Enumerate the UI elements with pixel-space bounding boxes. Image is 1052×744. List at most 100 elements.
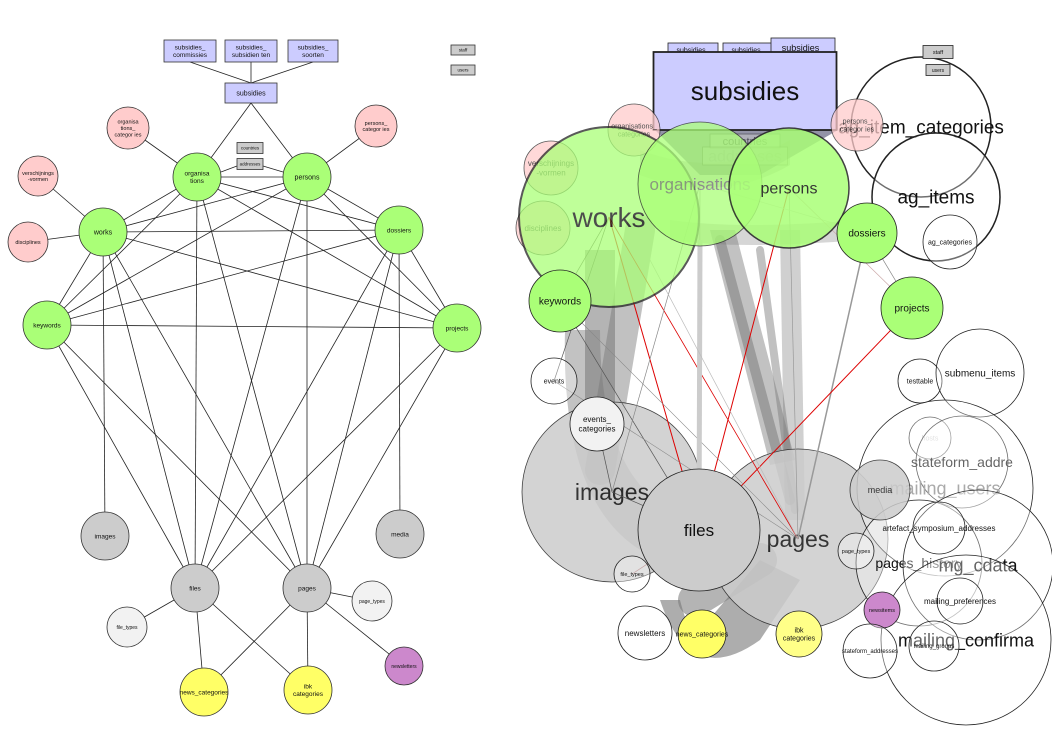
right-projects-label: projects	[894, 304, 929, 315]
left-edge-keywords-projects	[46, 324, 458, 329]
left-circle-dossiers	[374, 205, 424, 255]
right-submenu_items-label: submenu_items	[945, 369, 1016, 380]
right-node-staff: staff	[922, 45, 954, 59]
left-rect-staff	[450, 44, 476, 56]
right-circle-page_types	[837, 532, 875, 570]
left-rect-addresses	[236, 158, 264, 170]
right-events-label: events	[544, 378, 565, 385]
left-circle-disciplines	[7, 221, 49, 263]
right-circle-persons	[728, 127, 850, 249]
left-panel: subsidies_commissies subsidies_subsidien …	[7, 39, 482, 717]
right-page_types-label: page_types	[842, 549, 871, 555]
left-node-files: files	[170, 563, 220, 613]
left-edge-subsidies_soorten-subsidies	[250, 61, 314, 84]
left-verschijningsvormen-label: verschijnings-vormen	[22, 171, 54, 183]
left-node-keywords: keywords	[22, 300, 72, 350]
right-ag_items-label: ag_items	[897, 188, 974, 209]
left-persons-label: persons	[295, 174, 320, 181]
left-node-page_types: page_types	[351, 580, 393, 622]
right-node-files: files	[637, 468, 761, 592]
right-node-newsitems: newsitems	[863, 591, 901, 629]
left-addresses-label: addresses	[240, 162, 262, 167]
right-circle-files	[637, 468, 761, 592]
left-countries-label: countries	[241, 146, 260, 151]
right-nodes-front: subsidies_commissiessubsidies_subsidient…	[515, 37, 996, 679]
left-circle-ibk_categories	[283, 665, 333, 715]
right-organisations-label: organisations	[649, 175, 750, 194]
right-circle-mailing_confirmations	[880, 554, 1052, 726]
right-media-label: media	[868, 485, 893, 495]
left-projects-label: projects	[446, 325, 470, 332]
left-edge-persons-addresses	[262, 165, 284, 173]
right-node-ag_categories: ag_categories	[922, 214, 978, 270]
left-nodes: subsidies_commissies subsidies_subsidien …	[7, 39, 482, 717]
right-rect-users	[925, 64, 951, 76]
right-circle-submenu_items	[935, 328, 1025, 418]
right-circle-newsitems	[863, 591, 901, 629]
right-circle-mailing_preferences	[936, 577, 984, 625]
right-circle-media	[849, 459, 911, 521]
left-edge-works-images	[102, 231, 106, 537]
left-circle-images	[80, 511, 130, 561]
left-circle-news_categories	[179, 667, 229, 717]
right-circle-ag_categories	[922, 214, 978, 270]
right-circle-stateform_addresses_small	[842, 623, 898, 679]
left-staff-label: staff	[459, 48, 468, 53]
left-node-images: images	[80, 511, 130, 561]
left-rect-subsidies_subsidienten	[224, 39, 278, 63]
right-mailing_confirmations-label: mailing_confirma	[898, 630, 1035, 651]
left-rect-countries	[236, 142, 264, 154]
right-mailing_users-label: mailing_users	[889, 478, 1000, 499]
left-works-label: works	[93, 229, 113, 236]
right-mailing_preferences-label: mailing_preferences	[924, 597, 996, 606]
left-dossiers-label: dossiers	[387, 227, 412, 234]
left-edge-keywords-files	[46, 324, 196, 589]
right-node-users: users	[925, 64, 951, 76]
left-circle-media	[375, 509, 425, 559]
right-node-subsidies: subsidies	[652, 51, 838, 131]
right-news_categories-label: news_categories	[676, 631, 729, 638]
left-node-persons: persons	[282, 152, 332, 202]
right-ag_categories-label: ag_categories	[928, 239, 972, 246]
right-newsitems-label: newsitems	[869, 608, 895, 614]
left-node-newsletters: newsletters	[384, 646, 424, 686]
right-subsidies-label: subsidies	[691, 76, 799, 106]
left-edge-organisations-projects	[196, 176, 458, 329]
left-edges	[27, 61, 458, 693]
left-node-projects: projects	[432, 303, 482, 353]
right-circle-ibk_categories	[775, 610, 823, 658]
right-events_categories-label: events_categories	[579, 415, 616, 433]
right-file_types-label: file_types	[620, 572, 643, 578]
right-circle-ag_items	[871, 132, 1001, 262]
left-circle-newsletters	[384, 646, 424, 686]
left-edge-works-pages	[102, 231, 308, 589]
right-mg_cdata-label: mg_cdata	[938, 555, 1018, 576]
right-circle-projects	[880, 276, 944, 340]
left-edge-projects-pages	[306, 327, 458, 589]
right-circle-persons_categories	[830, 98, 884, 152]
right-circle-dossiers	[836, 202, 898, 264]
left-circle-persons_categories	[354, 104, 398, 148]
left-circle-projects	[432, 303, 482, 353]
right-persons_categories-label: persons_categor ies	[840, 118, 875, 133]
left-edge-dossiers-files	[194, 229, 400, 589]
left-subsidies_subsidienten-label: subsidies_subsidien ten	[232, 45, 271, 59]
right-node-page_types: page_types	[837, 532, 875, 570]
left-edge-projects-files	[194, 327, 458, 589]
right-node-artefact_symposium_addresses: artefact_symposium_addresses	[883, 501, 996, 555]
left-node-works: works	[78, 207, 128, 257]
right-node-file_types: file_types	[613, 555, 651, 593]
right-rect-subsidies	[652, 51, 838, 131]
left-rect-users	[450, 64, 476, 76]
left-node-subsidies_soorten: subsidies_soorten	[287, 39, 339, 63]
right-circle-mailing_groups	[908, 620, 960, 672]
right-artefact_symposium_addresses-label: artefact_symposium_addresses	[883, 524, 996, 533]
right-testtable-label: testtable	[907, 378, 934, 385]
left-newsletters-label: newsletters	[391, 664, 417, 670]
left-subsidies_commissies-label: subsidies_commissies	[173, 45, 208, 59]
left-edge-organisations-keywords	[46, 176, 198, 326]
left-edge-persons-projects	[306, 176, 458, 329]
left-circle-files	[170, 563, 220, 613]
